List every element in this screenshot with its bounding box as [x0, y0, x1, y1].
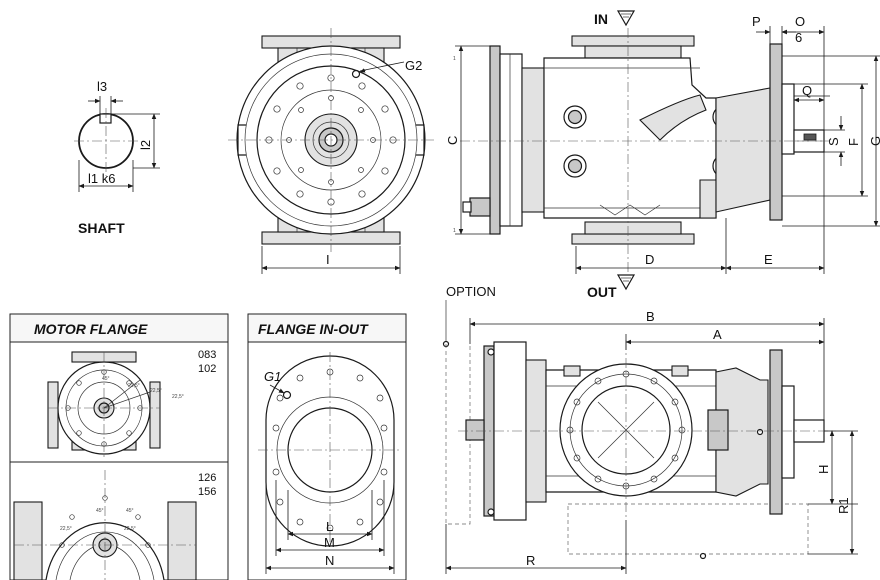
motor-flange-large: 45° 45° 22,5° 22,5°	[13, 470, 197, 580]
dim-h: H	[816, 465, 831, 474]
motor-size-083: 083	[198, 349, 216, 361]
svg-text:45°: 45°	[96, 508, 104, 514]
flange-inout-panel: FLANGE IN-OUT G1 L M N	[247, 313, 407, 580]
dim-six: 6	[795, 30, 802, 45]
dim-g2: G2	[405, 58, 422, 73]
dim-flange-n: N	[325, 553, 334, 568]
shaft-view: l3 l2 l1 k6 SHAFT	[74, 79, 160, 236]
option-label: OPTION	[446, 284, 496, 299]
svg-text:22,5°: 22,5°	[124, 526, 136, 532]
out-label: OUT	[587, 284, 617, 300]
dim-c: C	[445, 136, 460, 145]
motor-size-156: 156	[198, 486, 216, 498]
flange-inout-title: FLANGE IN-OUT	[258, 321, 369, 337]
dim-r1: R1	[836, 497, 851, 514]
dim-p: P	[752, 14, 761, 29]
svg-text:22,5°: 22,5°	[150, 388, 162, 394]
dim-s: S	[826, 137, 841, 146]
motor-size-102: 102	[198, 363, 216, 375]
svg-text:22,5°: 22,5°	[172, 394, 184, 400]
svg-text:45°: 45°	[102, 376, 110, 382]
dim-g: G	[868, 136, 880, 146]
svg-text:45°: 45°	[126, 508, 134, 514]
dim-flange-l: L	[326, 519, 333, 534]
motor-flange-title: MOTOR FLANGE	[34, 321, 148, 337]
dim-l2: l2	[138, 140, 153, 150]
dim-flange-m: M	[324, 535, 335, 550]
dim-f: F	[846, 138, 861, 146]
dim-l1: l1 k6	[88, 171, 115, 186]
dim-a: A	[713, 327, 722, 342]
dim-d: D	[645, 252, 654, 267]
dim-r: R	[526, 553, 535, 568]
motor-flange-panel: MOTOR FLANGE 083 102 126 156	[9, 313, 229, 580]
svg-text:22,5°: 22,5°	[128, 383, 140, 389]
svg-text:1: 1	[453, 56, 456, 62]
dim-q: Q	[802, 83, 812, 98]
motor-size-126: 126	[198, 472, 216, 484]
dim-e: E	[764, 252, 773, 267]
in-label: IN	[594, 11, 608, 27]
dim-g1: G1	[264, 369, 281, 384]
side-view: IN OUT	[445, 10, 880, 300]
dim-b: B	[646, 309, 655, 324]
dim-l: I	[326, 252, 330, 267]
dim-l3: l3	[97, 79, 107, 94]
bottom-view: OPTION	[442, 284, 858, 574]
svg-text:1: 1	[453, 228, 456, 234]
svg-text:22,5°: 22,5°	[60, 526, 72, 532]
dim-o: O	[795, 14, 805, 29]
shaft-title: SHAFT	[78, 220, 125, 236]
front-view: G2 I	[228, 28, 434, 274]
motor-flange-small: 45° 22,5° 22,5° 22,5°	[47, 351, 184, 458]
shaft-key	[99, 113, 112, 124]
